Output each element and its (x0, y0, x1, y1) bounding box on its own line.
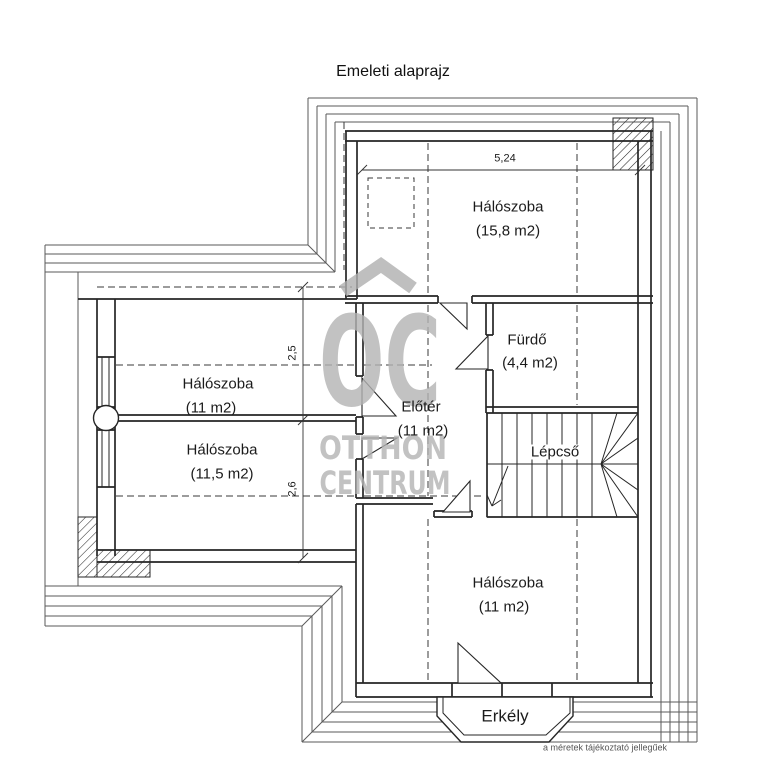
watermark-letters: OC (319, 290, 441, 435)
door-upper-bedroom (438, 302, 468, 331)
door-left-bedroom-upper (361, 376, 398, 417)
stairs-direction-arrow (486, 465, 509, 507)
watermark-logo: OC OTTHON CENTRUM (319, 257, 451, 502)
watermark-line1: OTTHON (319, 429, 447, 467)
door-bathroom (454, 334, 489, 370)
wall-column (92, 404, 120, 432)
footer-disclaimer: a méretek tájékoztató jellegűek (542, 742, 668, 753)
dimension-top-width: 5,24 (494, 152, 516, 165)
room-label-bedroom-left-upper-area: (11 m2) (185, 399, 237, 417)
room-label-bathroom-area: (4,4 m2) (502, 354, 558, 372)
door-balcony (457, 641, 503, 684)
house-roof-icon (339, 257, 417, 297)
room-label-balcony: Erkély (481, 706, 529, 726)
room-label-hall-area: (11 m2) (397, 422, 449, 440)
room-label-bedroom-bottom-area: (11 m2) (478, 598, 530, 616)
room-label-hall-name: Előtér (401, 398, 441, 416)
dimension-lines (297, 164, 646, 564)
room-label-bedroom-bottom-name: Hálószoba (472, 574, 544, 592)
room-label-bedroom-top-area: (15,8 m2) (475, 222, 541, 240)
room-label-bedroom-top-name: Hálószoba (472, 198, 544, 216)
room-label-bedroom-left-upper-name: Hálószoba (182, 375, 254, 393)
watermark-line2: CENTRUM (320, 464, 451, 502)
room-label-bedroom-left-lower-area: (11,5 m2) (190, 465, 254, 483)
door-bottom-bedroom (441, 479, 471, 513)
page-title: Emeleti alaprajz (336, 63, 450, 80)
dimension-left-upper: 2,5 (286, 345, 299, 361)
room-label-bathroom-name: Fürdő (507, 331, 547, 349)
room-label-bedroom-left-lower-name: Hálószoba (186, 441, 258, 459)
balcony-outline (436, 696, 574, 743)
room-label-stairs: Lépcső (527, 444, 583, 460)
dimension-left-lower: 2,6 (286, 481, 299, 497)
staircase (486, 412, 639, 518)
hatched-wall-piers (77, 117, 654, 578)
door-left-bedroom-lower (361, 437, 399, 460)
door-swings (361, 302, 503, 684)
